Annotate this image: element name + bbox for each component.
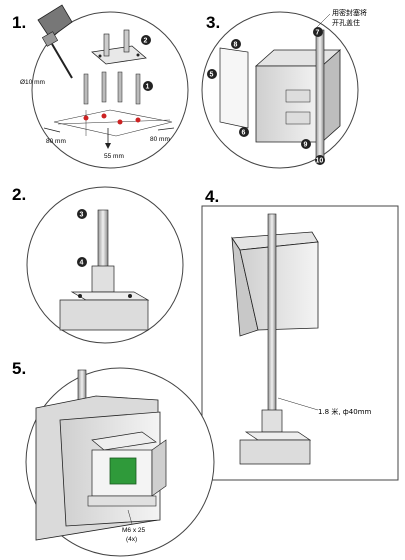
instrument-unit (87, 431, 167, 507)
pole-base (239, 409, 312, 465)
dim-left-label: 80 mm (46, 138, 66, 145)
svg-text:10: 10 (316, 158, 324, 165)
drill-icon (37, 4, 73, 79)
step-1-panel: 1. Ø10 mm 2 1 (12, 4, 189, 169)
mounting-bracket (91, 29, 147, 65)
callout-8 (231, 39, 241, 49)
step-5-panel: 5. M6 x 25 (4x) (12, 359, 215, 557)
callout-10 (315, 155, 325, 165)
step-1-circle (31, 11, 189, 169)
callout-1 (143, 81, 153, 91)
base-bracket (59, 265, 150, 331)
svg-text:1: 1 (146, 84, 150, 91)
dim-down-label: 55 mm (104, 153, 124, 160)
step-4-panel: 4. 1.8 米, ф40mm (201, 187, 399, 481)
pole-top (77, 369, 87, 401)
callout-7 (313, 27, 323, 37)
step-5-number: 5. (12, 359, 26, 378)
pole-spec-label: 1.8 米, ф40mm (318, 407, 372, 416)
callout-3 (77, 209, 87, 219)
callout-6 (239, 127, 249, 137)
step-2-number: 2. (12, 185, 26, 204)
screw-count-label: (4x) (126, 536, 137, 543)
step-1-number: 1. (12, 13, 26, 32)
callout-9 (301, 139, 311, 149)
dim-right-label: 80 mm (150, 136, 170, 143)
svg-text:6: 6 (242, 130, 246, 137)
screw-spec-label: M6 x 25 (122, 527, 146, 534)
step-2-panel: 2. 3 4 (12, 185, 184, 344)
step-4-number: 4. (205, 187, 219, 206)
callout-5 (207, 69, 217, 79)
anchor-bolts (83, 71, 141, 105)
mounted-enclosure (231, 231, 319, 337)
ground-layout (43, 109, 175, 149)
svg-text:4: 4 (80, 260, 84, 267)
back-plate (219, 47, 249, 129)
svg-text:9: 9 (304, 142, 308, 149)
step-3-number: 3. (206, 13, 220, 32)
callout-4 (77, 257, 87, 267)
svg-text:2: 2 (144, 38, 148, 45)
drill-diameter-label: Ø10 mm (20, 79, 45, 86)
seal-note-line-1: 用密封塞将 (332, 8, 367, 17)
display-screen (109, 457, 137, 485)
callout-2 (141, 35, 151, 45)
pole-insert (97, 209, 109, 275)
step-3-panel: 3. 用密封塞将 开孔盖住 8 5 6 7 9 10 (201, 8, 367, 169)
pole (315, 29, 325, 163)
svg-text:3: 3 (80, 212, 84, 219)
long-pole (267, 213, 277, 415)
svg-text:5: 5 (210, 72, 214, 79)
svg-text:8: 8 (234, 42, 238, 49)
seal-note-line-2: 开孔盖住 (332, 18, 360, 27)
enclosure-box (254, 49, 342, 143)
svg-text:7: 7 (316, 30, 320, 37)
